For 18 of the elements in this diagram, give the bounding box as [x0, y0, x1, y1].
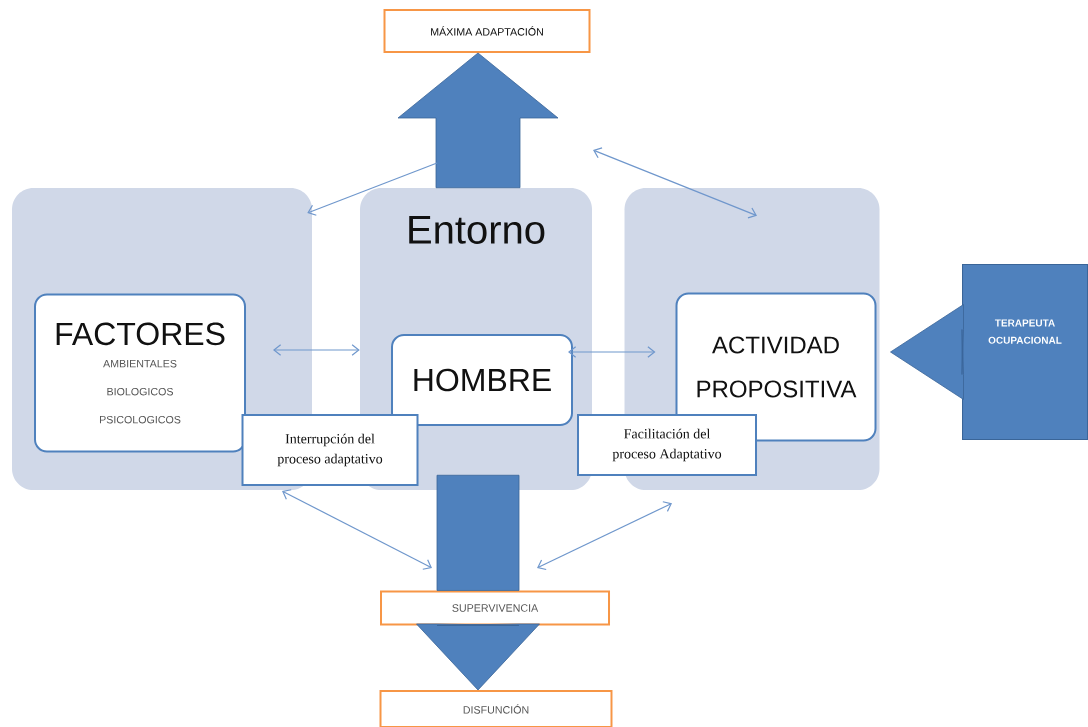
block-arrow [890, 304, 964, 400]
rounded-box: HOMBRE [391, 334, 573, 426]
block-arrow [436, 474, 520, 591]
rounded-box: FACTORES AMBIENTALES BIOLOGICOS PSICOLOGICOS [34, 293, 246, 453]
double-arrow [282, 489, 432, 570]
block-box: TERAPEUTA OCUPACIONAL [961, 263, 1088, 441]
block-arrow [416, 623, 540, 691]
note-box: Facilitación del proceso Adaptativo [577, 414, 757, 476]
double-arrow [537, 501, 672, 571]
label-box: SUPERVIVENCIA [380, 590, 610, 626]
double-arrow [273, 344, 360, 356]
label-box: DISFUNCIÓN [379, 690, 613, 727]
double-arrow [593, 147, 757, 219]
arrow [307, 162, 438, 216]
block-arrow [397, 52, 559, 189]
double-arrow [568, 346, 656, 358]
label-box: MÁXIMA ADAPTACIÓN [383, 9, 591, 53]
note-box: Interrupción del proceso adaptativo [241, 414, 419, 486]
